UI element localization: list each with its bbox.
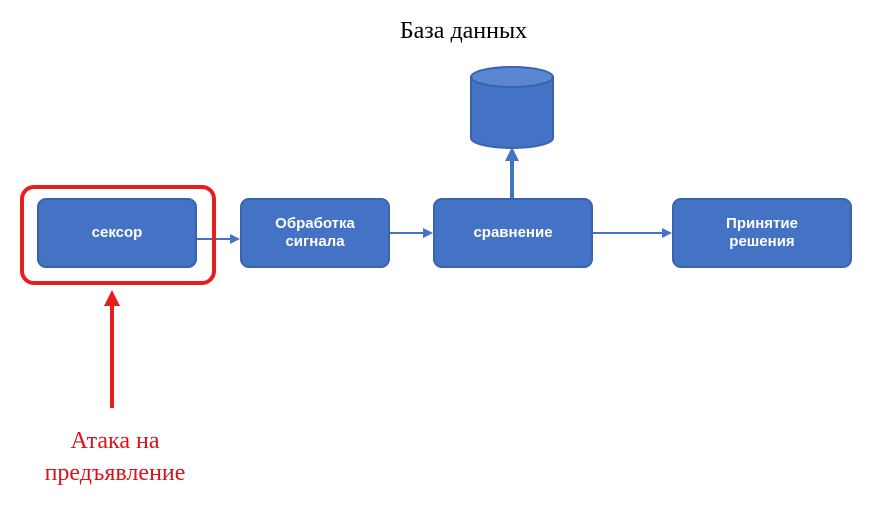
database-title: База данных: [399, 18, 528, 44]
sensor-highlight-frame: [20, 185, 216, 285]
attack-label: Атака на предъявление: [44, 428, 186, 486]
database-icon: [470, 66, 554, 149]
node-signal-processing: Обработка сигнала: [240, 198, 390, 268]
node-comparison: сравнение: [433, 198, 593, 268]
node-decision: Принятие решения: [672, 198, 852, 268]
node-sensor: сексор: [37, 198, 197, 268]
